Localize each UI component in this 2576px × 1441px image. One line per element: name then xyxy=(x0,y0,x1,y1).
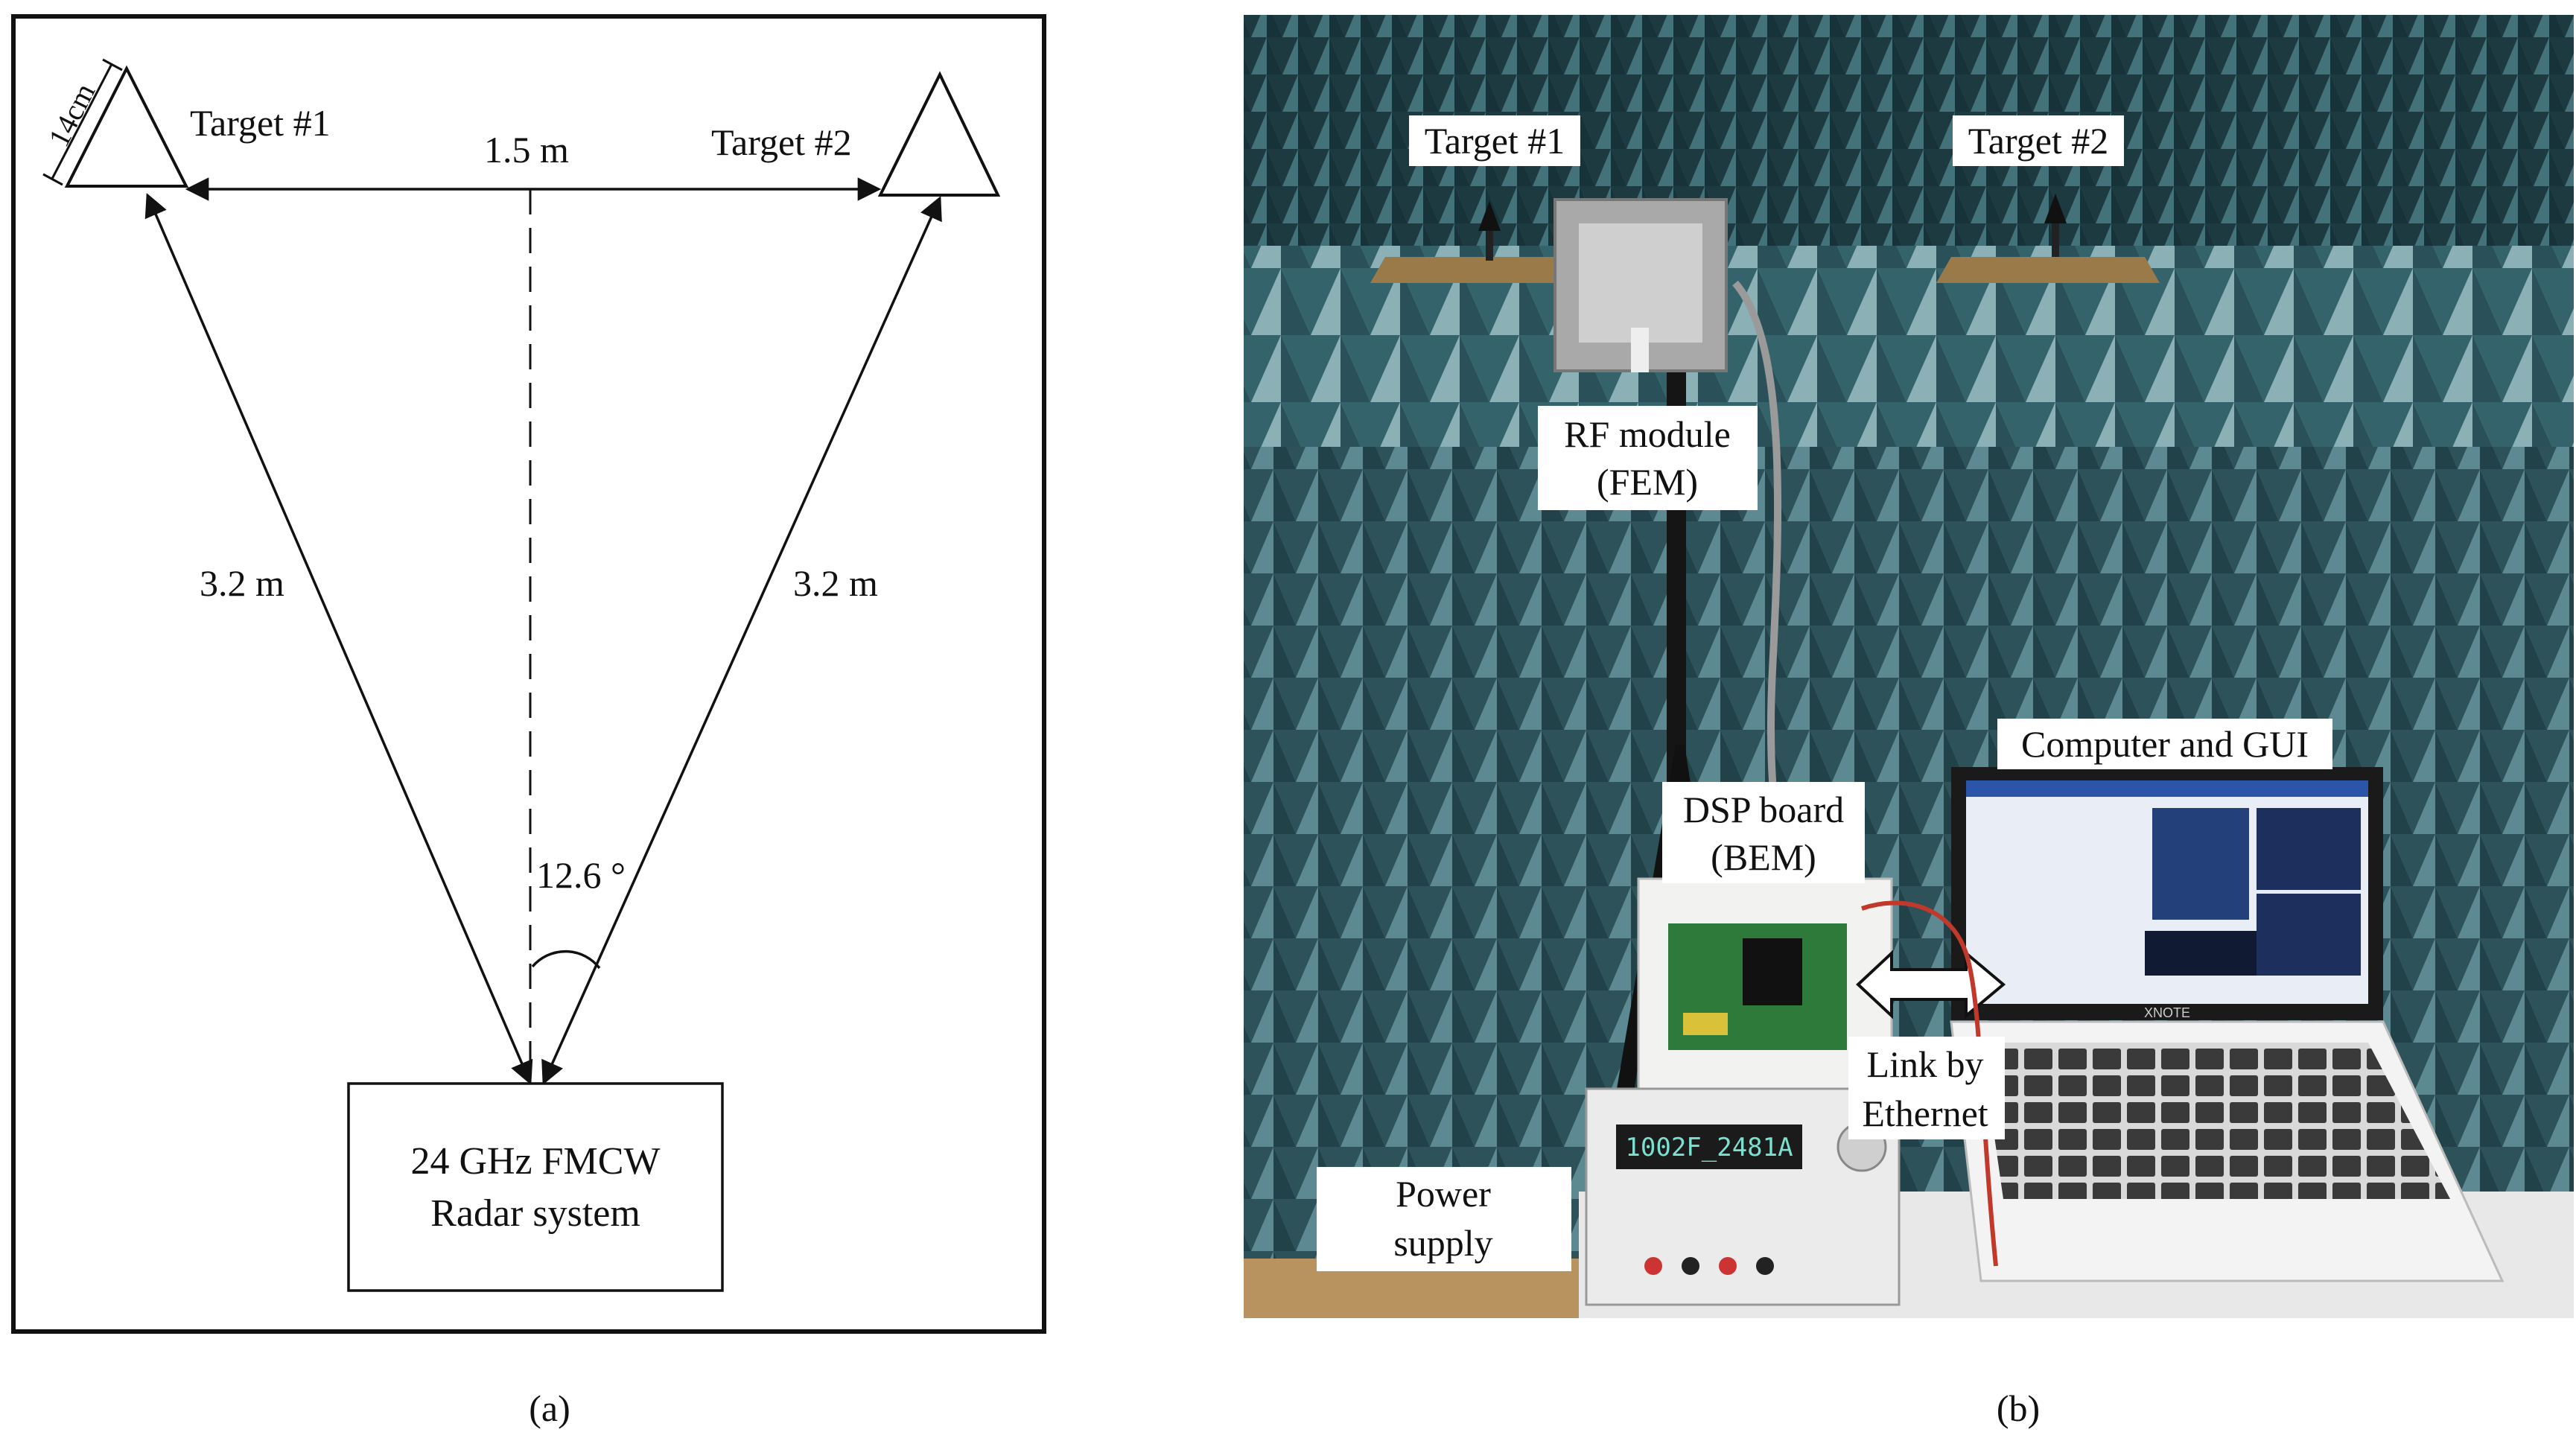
laptop-brand-text: XNOTE xyxy=(2144,1005,2190,1020)
target-size-tick-top xyxy=(102,58,123,71)
radar-label-line2: Radar system xyxy=(430,1192,640,1235)
target1-triangle xyxy=(64,65,189,188)
angle-label: 12.6 ° xyxy=(536,854,626,896)
power-supply-label-line1: Power xyxy=(1396,1173,1491,1215)
target-size-dimension xyxy=(51,63,113,179)
target1-label: Target #1 xyxy=(190,102,331,144)
range-arrow-right xyxy=(541,196,942,1085)
radar-system-box xyxy=(347,1082,724,1292)
target2-triangle xyxy=(877,71,1001,197)
target1-object xyxy=(1478,201,1501,231)
label-dsp-board: DSP board (BEM) xyxy=(1662,782,1865,883)
separation-label: 1.5 m xyxy=(484,129,569,171)
right-range-label: 3.2 m xyxy=(793,562,878,604)
target2-label: Target #2 xyxy=(711,121,852,163)
label-computer: Computer and GUI xyxy=(1997,719,2332,769)
photo-target1-label: Target #1 xyxy=(1425,120,1565,162)
psu-display-panel xyxy=(1616,1125,1802,1169)
range-arrow-left xyxy=(144,193,533,1085)
ethernet-link-arrow xyxy=(1856,949,2006,1019)
label-rf-module: RF module (FEM) xyxy=(1538,406,1758,510)
ethernet-cable xyxy=(1861,900,1998,1267)
label-target1-photo: Target #1 xyxy=(1409,115,1580,166)
label-target2-photo: Target #2 xyxy=(1953,115,2124,166)
panel-a-frame xyxy=(11,14,1046,1334)
dsp-board-label-line1: DSP board xyxy=(1683,789,1844,830)
target1-platform xyxy=(1370,257,1594,283)
dsp-board-label-line2: (BEM) xyxy=(1711,836,1816,878)
label-power-supply: Power supply xyxy=(1317,1167,1571,1271)
photo-target2-label: Target #2 xyxy=(1968,120,2109,162)
target2-object xyxy=(2044,194,2067,223)
target-size-tick-bottom xyxy=(42,173,63,186)
left-range-label: 3.2 m xyxy=(200,562,284,604)
radar-label-line1: 24 GHz FMCW xyxy=(410,1140,660,1183)
rf-module-label-line2: (FEM) xyxy=(1597,461,1698,503)
power-supply-label-line2: supply xyxy=(1393,1222,1492,1264)
computer-gui-label: Computer and GUI xyxy=(2021,723,2309,765)
panel-a-diagram: 14cm Target #1 Target #2 1.5 m 3.2 m 3.2… xyxy=(11,14,1046,1334)
target2-platform xyxy=(1936,257,2160,283)
label-ethernet-link: Link by Ethernet xyxy=(1848,1037,2005,1139)
rf-module-label-line1: RF module xyxy=(1564,413,1731,455)
panel-b-caption: (b) xyxy=(1997,1387,2040,1429)
panel-a-caption: (a) xyxy=(529,1387,570,1429)
psu-display-text: 1002F_2481A xyxy=(1625,1133,1793,1162)
ethernet-label-line2: Ethernet xyxy=(1862,1092,1988,1134)
ethernet-label-line1: Link by xyxy=(1867,1043,1984,1085)
angle-arc xyxy=(531,949,601,970)
